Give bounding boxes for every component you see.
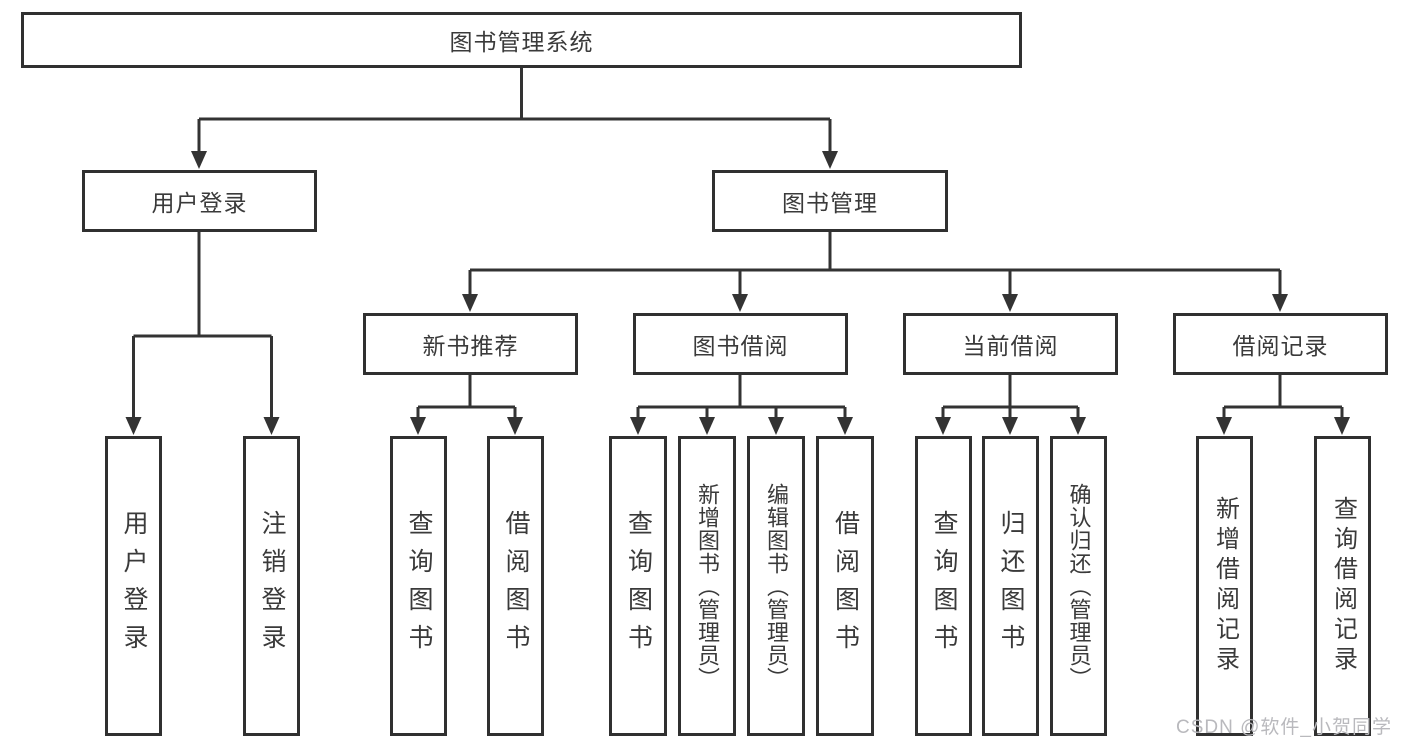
leaf-logout-label: 注销登录 (258, 510, 286, 662)
leaf-return-books: 归还图书 (982, 436, 1039, 736)
node-new-book-recommend-label: 新书推荐 (422, 333, 519, 359)
leaf-return-books-label: 归还图书 (997, 510, 1025, 662)
leaf-borrow-books-recommend-label: 借阅图书 (502, 510, 530, 662)
leaf-query-books-recommend-label: 查询图书 (405, 510, 433, 662)
arrowhead-icons (125, 151, 1350, 435)
node-current-borrowing: 当前借阅 (903, 313, 1118, 375)
node-book-borrowing: 图书借阅 (633, 313, 848, 375)
node-user-login-label: 用户登录 (151, 190, 248, 216)
node-book-management: 图书管理 (712, 170, 948, 232)
leaf-query-borrow-record-label: 查询借阅记录 (1329, 496, 1357, 676)
leaf-query-borrow-record: 查询借阅记录 (1314, 436, 1371, 736)
node-new-book-recommend: 新书推荐 (363, 313, 578, 375)
leaf-query-books-borrowing-label: 查询图书 (624, 510, 653, 662)
node-root: 图书管理系统 (21, 12, 1022, 68)
node-book-borrowing-label: 图书借阅 (692, 333, 789, 359)
leaf-user-login: 用户登录 (105, 436, 162, 736)
leaf-user-login-label: 用户登录 (120, 510, 148, 662)
leaf-query-books-current: 查询图书 (915, 436, 972, 736)
node-book-management-label: 图书管理 (782, 190, 878, 216)
node-current-borrowing-label: 当前借阅 (962, 333, 1059, 359)
leaf-add-book-admin-label: 新增图书（管理员） (695, 482, 720, 690)
leaf-edit-book-admin: 编辑图书（管理员） (747, 436, 805, 736)
leaf-add-borrow-record: 新增借阅记录 (1196, 436, 1253, 736)
leaf-borrow-books-borrowing-label: 借阅图书 (831, 510, 860, 662)
leaf-borrow-books-recommend: 借阅图书 (487, 436, 544, 736)
leaf-logout: 注销登录 (243, 436, 300, 736)
leaf-query-books-borrowing: 查询图书 (609, 436, 667, 736)
leaf-add-book-admin: 新增图书（管理员） (678, 436, 736, 736)
leaf-query-books-current-label: 查询图书 (930, 510, 958, 662)
node-borrow-records-label: 借阅记录 (1232, 333, 1329, 359)
node-root-label: 图书管理系统 (449, 29, 594, 55)
csdn-watermark: CSDN @软件_小贺同学 (1176, 717, 1392, 738)
node-borrow-records: 借阅记录 (1173, 313, 1388, 375)
leaf-borrow-books-borrowing: 借阅图书 (816, 436, 874, 736)
node-user-login: 用户登录 (82, 170, 317, 232)
leaf-confirm-return-admin: 确认归还（管理员） (1050, 436, 1107, 736)
leaf-edit-book-admin-label: 编辑图书（管理员） (764, 482, 789, 690)
leaf-confirm-return-admin-label: 确认归还（管理员） (1066, 482, 1092, 690)
leaf-add-borrow-record-label: 新增借阅记录 (1211, 496, 1239, 676)
leaf-query-books-recommend: 查询图书 (390, 436, 447, 736)
